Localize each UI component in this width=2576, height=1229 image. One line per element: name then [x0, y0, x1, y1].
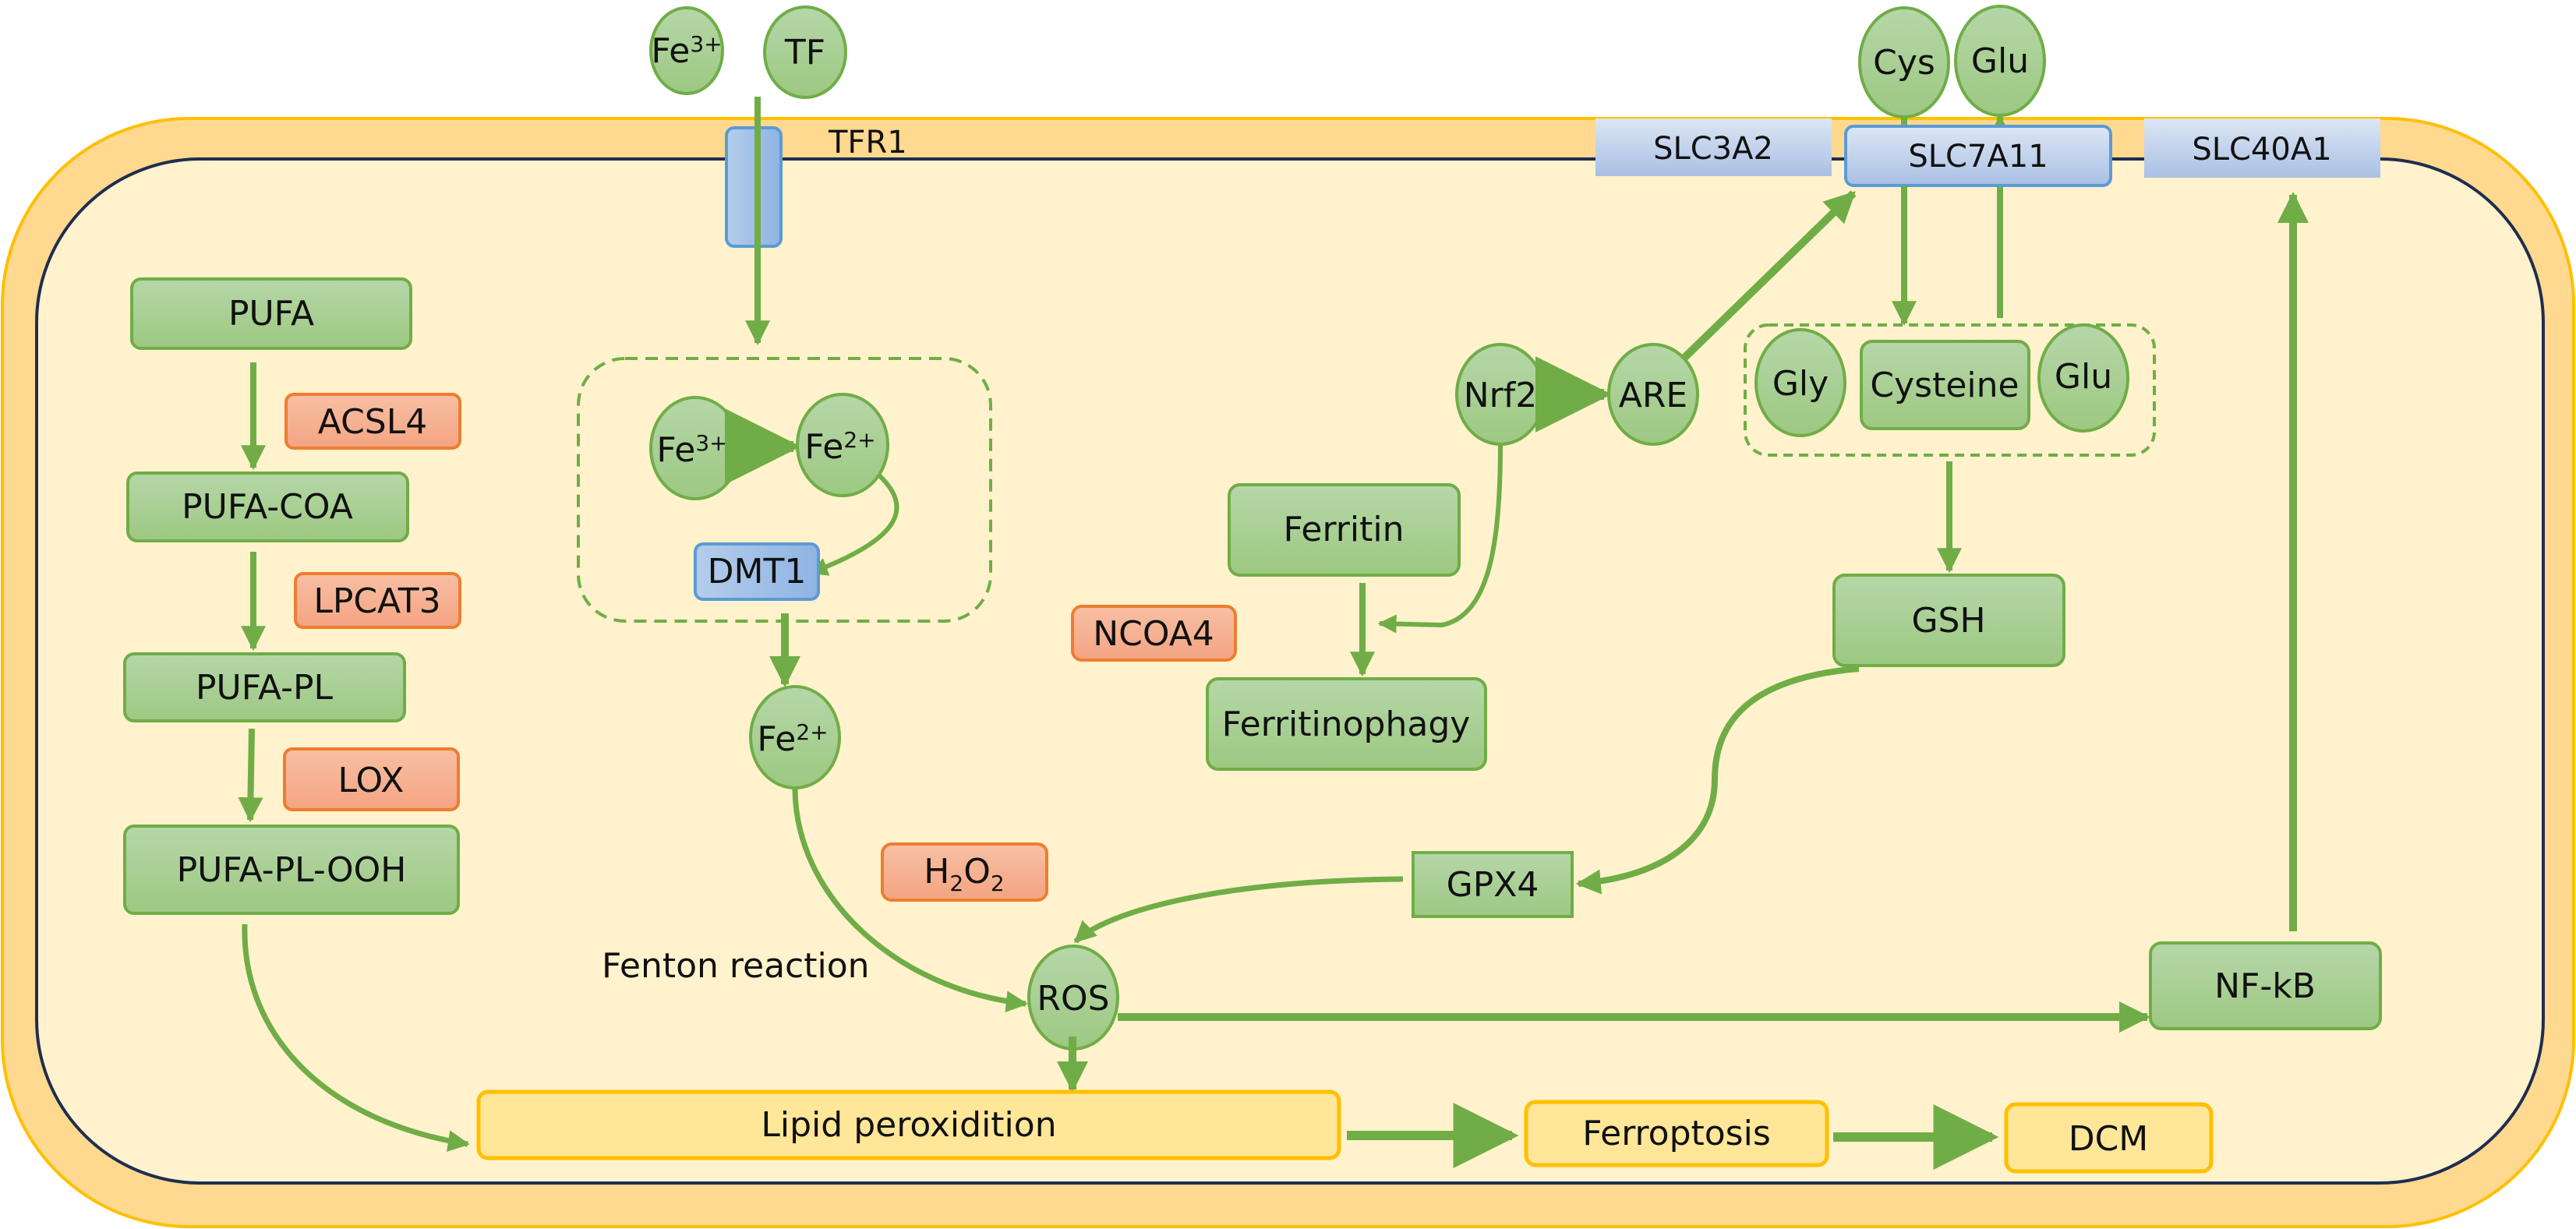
arrow-fe2-to-ros — [792, 787, 1028, 1013]
gsh-synthesis-group — [1744, 323, 2156, 457]
nfkb-node: NF-kB — [2149, 941, 2382, 1030]
tfr1-receptor — [725, 126, 783, 248]
svg-text:PUFA: PUFA — [228, 294, 314, 334]
svg-text:Glu: Glu — [1971, 41, 2029, 81]
glu-extracellular: Glu — [1954, 5, 2046, 117]
ferritinophagy-node: Ferritinophagy — [1206, 677, 1487, 771]
svg-text:PUFA-COA: PUFA-COA — [182, 487, 353, 527]
svg-text:LOX: LOX — [338, 761, 405, 800]
pufa-coa-node: PUFA-COA — [126, 471, 409, 542]
ferroptosis-node: Ferroptosis — [1524, 1100, 1829, 1167]
ferritin-node: Ferritin — [1228, 483, 1461, 577]
are-node: ARE — [1607, 343, 1699, 446]
svg-text:Cysteine: Cysteine — [1870, 366, 2019, 405]
ncoa4-enzyme: NCOA4 — [1071, 605, 1237, 662]
h2o2-node: H2O2 — [881, 842, 1048, 902]
cys-extracellular: Cys — [1858, 6, 1950, 118]
svg-text:ACSL4: ACSL4 — [318, 402, 428, 442]
arrow-ooh-to-lipid-peroxidation — [242, 924, 470, 1152]
pufa-node: PUFA — [130, 277, 412, 350]
gpx4-node: GPX4 — [1412, 851, 1574, 918]
svg-text:DMT1: DMT1 — [708, 552, 807, 592]
svg-text:Fe3+: Fe3+ — [656, 430, 727, 470]
svg-text:GPX4: GPX4 — [1447, 865, 1539, 905]
acsl4-enzyme: ACSL4 — [284, 393, 461, 450]
tfr1-label: TFR1 — [828, 125, 907, 161]
transferrin-tf: TF — [763, 5, 847, 99]
inhibit-gpx4-to-ros — [1073, 876, 1404, 944]
dcm-node: DCM — [2004, 1102, 2214, 1174]
svg-text:Lipid peroxidition: Lipid peroxidition — [761, 1105, 1056, 1145]
lox-enzyme: LOX — [283, 747, 460, 811]
gsh-node: GSH — [1832, 574, 2065, 667]
svg-text:PUFA-PL: PUFA-PL — [196, 668, 334, 708]
fe3-extracellular: Fe3+ — [649, 6, 724, 95]
svg-text:SLC7A11: SLC7A11 — [1908, 139, 2048, 175]
nrf2-node: Nrf2 — [1455, 343, 1546, 446]
arrow-fe2-to-dmt1 — [808, 473, 899, 576]
svg-text:SLC3A2: SLC3A2 — [1653, 131, 1773, 167]
svg-text:Glu: Glu — [2055, 357, 2112, 397]
svg-text:Gly: Gly — [1772, 364, 1829, 404]
lipid-peroxidation-node: Lipid peroxidition — [476, 1090, 1341, 1160]
svg-text:Fe2+: Fe2+ — [804, 427, 875, 467]
svg-text:Nrf2: Nrf2 — [1464, 376, 1538, 415]
svg-text:Fe3+: Fe3+ — [651, 31, 722, 71]
pufa-pl-node: PUFA-PL — [123, 652, 406, 722]
arrow-are-to-slc7a11 — [1680, 190, 1857, 362]
slc7a11-transporter: SLC7A11 — [1844, 125, 2112, 187]
cysteine-node: Cysteine — [1860, 340, 2030, 430]
svg-text:ARE: ARE — [1619, 376, 1687, 415]
svg-text:NCOA4: NCOA4 — [1093, 614, 1214, 654]
ros-node: ROS — [1027, 945, 1119, 1051]
gly-node: Gly — [1754, 328, 1846, 437]
svg-text:TF: TF — [784, 33, 825, 72]
svg-text:SLC40A1: SLC40A1 — [2192, 132, 2331, 168]
svg-text:PUFA-PL-OOH: PUFA-PL-OOH — [177, 850, 407, 890]
svg-text:GSH: GSH — [1911, 601, 1985, 641]
inhibit-nrf2-to-ferritinophagy — [1377, 445, 1503, 634]
arrow-pufa-pl-to-ooh — [238, 728, 263, 823]
svg-text:Ferritinophagy: Ferritinophagy — [1222, 705, 1471, 744]
svg-text:H2O2: H2O2 — [924, 852, 1004, 896]
svg-text:DCM: DCM — [2069, 1119, 2149, 1159]
svg-text:Ferritin: Ferritin — [1284, 510, 1405, 549]
svg-text:Ferroptosis: Ferroptosis — [1582, 1114, 1771, 1153]
svg-text:NF-kB: NF-kB — [2214, 966, 2316, 1006]
lpcat3-enzyme: LPCAT3 — [294, 572, 461, 629]
svg-text:LPCAT3: LPCAT3 — [313, 581, 440, 621]
dmt1-transporter: DMT1 — [694, 542, 820, 601]
fe2-intracellular: Fe2+ — [796, 393, 889, 497]
fenton-reaction-label: Fenton reaction — [602, 946, 870, 986]
svg-text:Cys: Cys — [1873, 43, 1935, 83]
glu-node: Glu — [2037, 323, 2129, 433]
pufa-pl-ooh-node: PUFA-PL-OOH — [123, 825, 460, 915]
slc3a2-transporter: SLC3A2 — [1595, 118, 1832, 176]
slc40a1-transporter: SLC40A1 — [2144, 118, 2380, 178]
arrow-gsh-to-gpx4 — [1575, 666, 1860, 895]
fe3-intracellular: Fe3+ — [649, 396, 741, 500]
svg-text:Fe2+: Fe2+ — [757, 719, 828, 759]
fe2-free: Fe2+ — [749, 685, 841, 789]
svg-text:ROS: ROS — [1037, 979, 1109, 1019]
